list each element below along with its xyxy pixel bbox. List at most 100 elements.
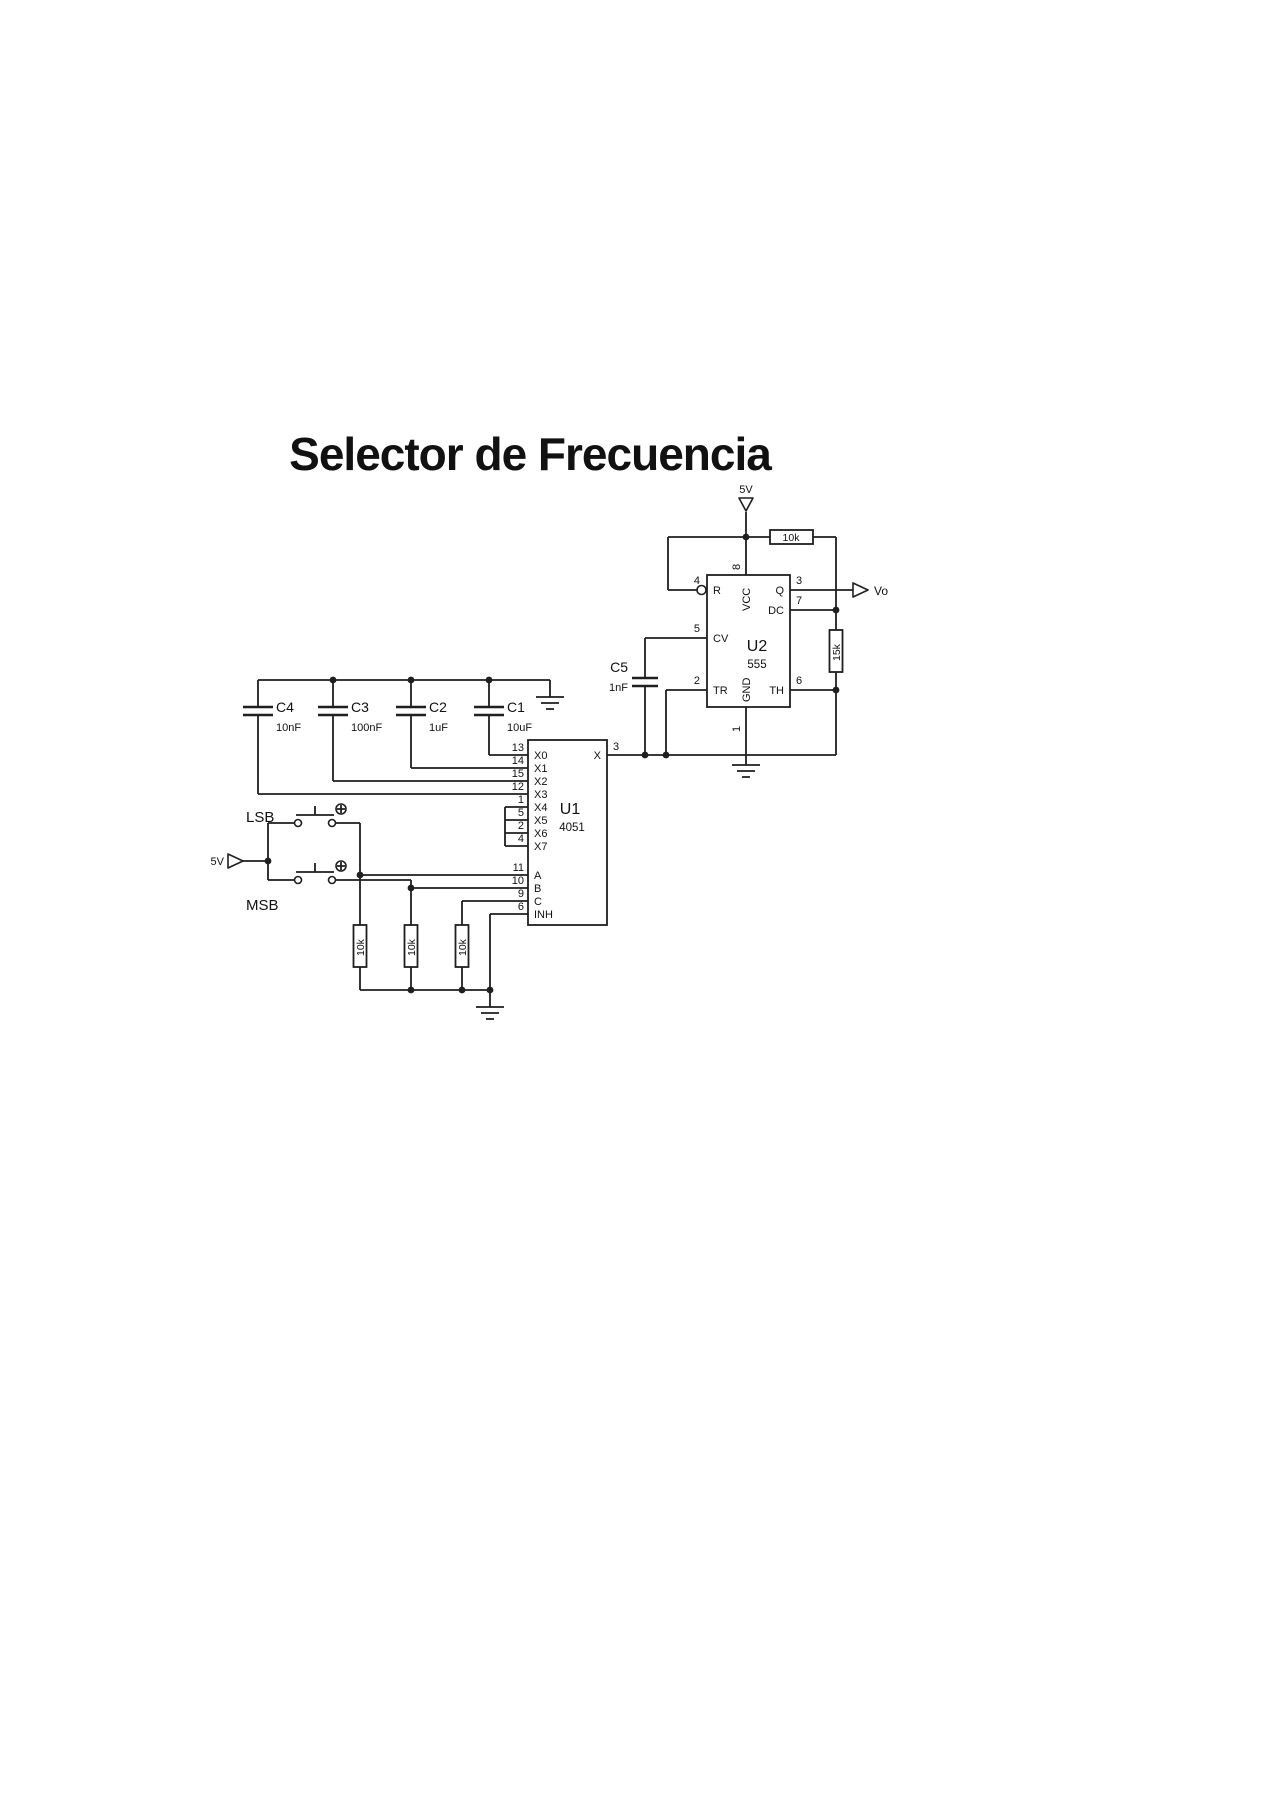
- output-arrow-icon: [852, 582, 869, 598]
- resistor-top-10k: 10k: [769, 529, 814, 545]
- wires: [243, 512, 853, 1007]
- u2-pin-label-vcc: VCC: [741, 588, 753, 611]
- button-terminal: [327, 875, 337, 885]
- capacitor-plates: [396, 705, 426, 717]
- u1-pin-num-x: 3: [613, 741, 619, 753]
- button-msb: MSB: [246, 860, 347, 914]
- u2-pin-num-th: 6: [796, 675, 802, 687]
- u1-pin-num-b: 10: [512, 875, 524, 887]
- resistor-body: [403, 924, 419, 968]
- button-lsb: LSB: [246, 803, 347, 828]
- u2-pin-num-dc: 7: [796, 595, 802, 607]
- power-arrow-right-icon: [227, 853, 244, 869]
- capacitor-c1-ref: C1: [507, 699, 525, 715]
- capacitor-c4-ref: C4: [276, 699, 294, 715]
- capacitor-plates: [243, 705, 273, 717]
- u1-pin-label-x7: X7: [534, 841, 547, 853]
- u1-pin-label-x0: X0: [534, 750, 547, 762]
- resistor-top-value: 10k: [783, 532, 801, 544]
- ic-u1-ref: U1: [560, 801, 581, 818]
- u2-pin-num-cv: 5: [694, 623, 700, 635]
- power-5v-left: 5V: [211, 853, 244, 869]
- u1-pin-num-x2: 15: [512, 768, 524, 780]
- u1-pin-label-x4: X4: [534, 802, 547, 814]
- button-terminal: [293, 875, 303, 885]
- u1-pin-num-a: 11: [513, 862, 524, 874]
- power-5v-top: 5V: [738, 484, 754, 512]
- capacitor-c2-ref: C2: [429, 699, 447, 715]
- power-arrow-down-icon: [738, 497, 754, 512]
- u1-pin-num-x5: 5: [518, 807, 524, 819]
- ground-symbol-bottom: [476, 1006, 504, 1020]
- capacitor-c5: C5 1nF: [609, 659, 658, 694]
- u1-pin-num-c: 9: [518, 888, 524, 900]
- ic-u2-ref: U2: [747, 638, 768, 655]
- capacitor-plates: [474, 705, 504, 717]
- u2-pin-label-r: R: [713, 585, 721, 597]
- u2-pin-label-q: Q: [775, 585, 784, 597]
- u2-reset-inversion-bubble-icon: [696, 584, 707, 596]
- output-vo: Vo: [852, 582, 888, 598]
- u1-pin-label-a: A: [534, 870, 542, 882]
- capacitor-c2: C2 1uF: [396, 699, 448, 734]
- ic-u2-body: [706, 574, 791, 708]
- u1-pin-label-inh: INH: [534, 909, 553, 921]
- capacitor-c1: C1 10uF: [474, 699, 532, 734]
- resistor-right-15k: 15k: [828, 629, 844, 673]
- resistor-c-value: 10k: [457, 938, 469, 956]
- u2-pin-label-th: TH: [769, 685, 784, 697]
- resistor-right-value: 15k: [831, 643, 843, 661]
- capacitor-c3-value: 100nF: [351, 722, 382, 734]
- u1-pin-label-x1: X1: [534, 763, 547, 775]
- u1-pin-num-x0: 13: [512, 742, 524, 754]
- capacitor-c3-ref: C3: [351, 699, 369, 715]
- u1-pin-num-x4: 1: [518, 794, 524, 806]
- resistor-body: [352, 924, 368, 968]
- u1-pin-label-x2: X2: [534, 776, 547, 788]
- ic-u1: U1 4051 X0 X1 X2 X3 X4 X5 X6 X7 A B C IN…: [512, 739, 619, 926]
- resistor-body: [769, 529, 814, 545]
- ground-symbol-top: [536, 696, 564, 710]
- u1-pin-num-inh: 6: [518, 901, 524, 913]
- capacitor-c2-value: 1uF: [429, 722, 448, 734]
- button-lsb-label: LSB: [246, 809, 274, 826]
- resistor-body: [828, 629, 844, 673]
- u2-pin-num-q: 3: [796, 575, 802, 587]
- u1-pin-label-x6: X6: [534, 828, 547, 840]
- ic-u2: U2 555 R CV TR Q DC TH VCC GND 4 5 2 3 7…: [694, 564, 802, 732]
- u1-pin-num-x1: 14: [512, 755, 524, 767]
- power-5v-left-label: 5V: [211, 856, 225, 868]
- button-terminal: [327, 818, 337, 828]
- u1-pin-label-x3: X3: [534, 789, 547, 801]
- button-terminal: [293, 818, 303, 828]
- capacitor-c5-value: 1nF: [609, 682, 628, 694]
- u2-pin-num-tr: 2: [694, 675, 700, 687]
- schematic-title: Selector de Frecuencia: [289, 428, 772, 480]
- u2-pin-label-dc: DC: [768, 605, 784, 617]
- u2-pin-label-gnd: GND: [741, 678, 753, 703]
- capacitor-c5-ref: C5: [610, 659, 628, 675]
- ic-u2-part: 555: [747, 659, 766, 671]
- u2-pin-num-r: 4: [694, 575, 700, 587]
- resistor-body: [454, 924, 470, 968]
- u1-pin-label-x5: X5: [534, 815, 547, 827]
- u2-pin-num-gnd: 1: [731, 726, 743, 732]
- u2-pin-label-cv: CV: [713, 633, 729, 645]
- capacitor-plates: [632, 676, 658, 688]
- capacitor-c4-value: 10nF: [276, 722, 301, 734]
- capacitor-c3: C3 100nF: [318, 699, 382, 734]
- resistor-a-10k: 10k: [352, 924, 368, 968]
- u1-pin-num-x7: 4: [518, 833, 524, 845]
- u2-pin-label-tr: TR: [713, 685, 728, 697]
- power-5v-top-label: 5V: [739, 484, 753, 496]
- u2-pin-num-vcc: 8: [731, 564, 743, 570]
- button-msb-label: MSB: [246, 897, 279, 914]
- u1-pin-label-c: C: [534, 896, 542, 908]
- u1-pin-num-x3: 12: [512, 781, 524, 793]
- capacitor-c4: C4 10nF: [243, 699, 301, 734]
- ic-u1-part: 4051: [559, 822, 585, 834]
- ground-symbol-u2: [732, 764, 760, 778]
- capacitor-plates: [318, 705, 348, 717]
